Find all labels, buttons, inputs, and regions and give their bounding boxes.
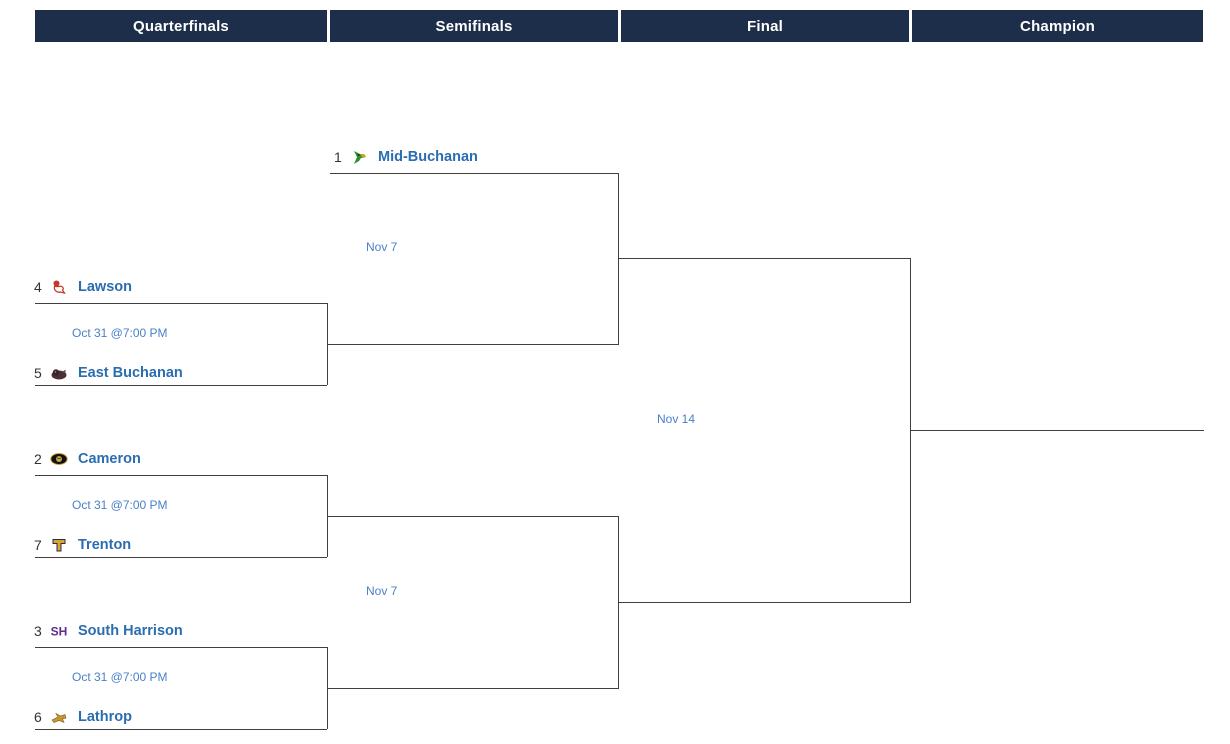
bracket-line <box>327 688 618 689</box>
bracket-line <box>35 729 327 730</box>
column-header-semifinals: Semifinals <box>330 10 618 42</box>
team-name-link[interactable]: Cameron <box>78 451 141 467</box>
team-name-link[interactable]: South Harrison <box>78 623 183 639</box>
bracket-line <box>327 344 618 345</box>
bracket-line <box>35 557 327 558</box>
team-row-trenton[interactable]: 7 Trenton <box>34 534 131 556</box>
team-seed: 1 <box>334 149 342 165</box>
game-date-quarterfinal-3: Oct 31 @7:00 PM <box>72 670 168 684</box>
column-header-champion: Champion <box>912 10 1203 42</box>
bracket-line <box>618 258 910 259</box>
team-row-mid-buchanan[interactable]: 1 Mid-Buchanan <box>334 146 478 168</box>
game-date-quarterfinal-2: Oct 31 @7:00 PM <box>72 498 168 512</box>
gold-mule-mascot-icon <box>50 708 68 726</box>
team-name-link[interactable]: Mid-Buchanan <box>378 149 478 165</box>
svg-text:SH: SH <box>51 625 68 639</box>
purple-sh-monogram-icon: SH <box>50 622 68 640</box>
bracket-line <box>35 647 327 648</box>
team-name-link[interactable]: East Buchanan <box>78 365 183 381</box>
bracket-line <box>35 303 327 304</box>
red-cardinal-mascot-icon <box>50 278 68 296</box>
tiger-oval-mascot-icon <box>50 450 68 468</box>
team-row-lathrop[interactable]: 6 Lathrop <box>34 706 132 728</box>
team-name-link[interactable]: Lathrop <box>78 709 132 725</box>
green-dragon-mascot-icon <box>350 148 368 166</box>
team-row-south-harrison[interactable]: 3 SH South Harrison <box>34 620 183 642</box>
game-date-semifinal-2: Nov 7 <box>366 584 398 598</box>
bracket-line <box>330 173 618 174</box>
team-seed: 3 <box>34 623 42 639</box>
bracket-line <box>35 475 327 476</box>
team-seed: 5 <box>34 365 42 381</box>
team-row-cameron[interactable]: 2 Cameron <box>34 448 141 470</box>
team-seed: 7 <box>34 537 42 553</box>
team-name-link[interactable]: Trenton <box>78 537 132 553</box>
bracket-line <box>327 516 618 517</box>
bracket-line <box>618 173 619 345</box>
game-date-final: Nov 14 <box>657 412 696 426</box>
team-name-link[interactable]: Lawson <box>78 279 132 295</box>
team-seed: 6 <box>34 709 42 725</box>
dark-bulldog-mascot-icon <box>50 364 68 382</box>
bracket-line <box>910 430 1204 431</box>
game-date-semifinal-1: Nov 7 <box>366 240 398 254</box>
team-row-lawson[interactable]: 4 Lawson <box>34 276 132 298</box>
column-header-label: Champion <box>1020 17 1095 35</box>
column-header-quarterfinals: Quarterfinals <box>35 10 327 42</box>
column-header-label: Final <box>746 17 783 35</box>
team-row-east-buchanan[interactable]: 5 East Buchanan <box>34 362 183 384</box>
column-header-final: Final <box>621 10 909 42</box>
bracket-line <box>618 602 910 603</box>
bracket-line <box>35 385 327 386</box>
team-seed: 2 <box>34 451 42 467</box>
column-header-label: Semifinals <box>435 17 513 35</box>
column-header-label: Quarterfinals <box>133 17 229 35</box>
gold-letter-t-mascot-icon <box>50 536 68 554</box>
team-seed: 4 <box>34 279 42 295</box>
game-date-quarterfinal-1: Oct 31 @7:00 PM <box>72 326 168 340</box>
